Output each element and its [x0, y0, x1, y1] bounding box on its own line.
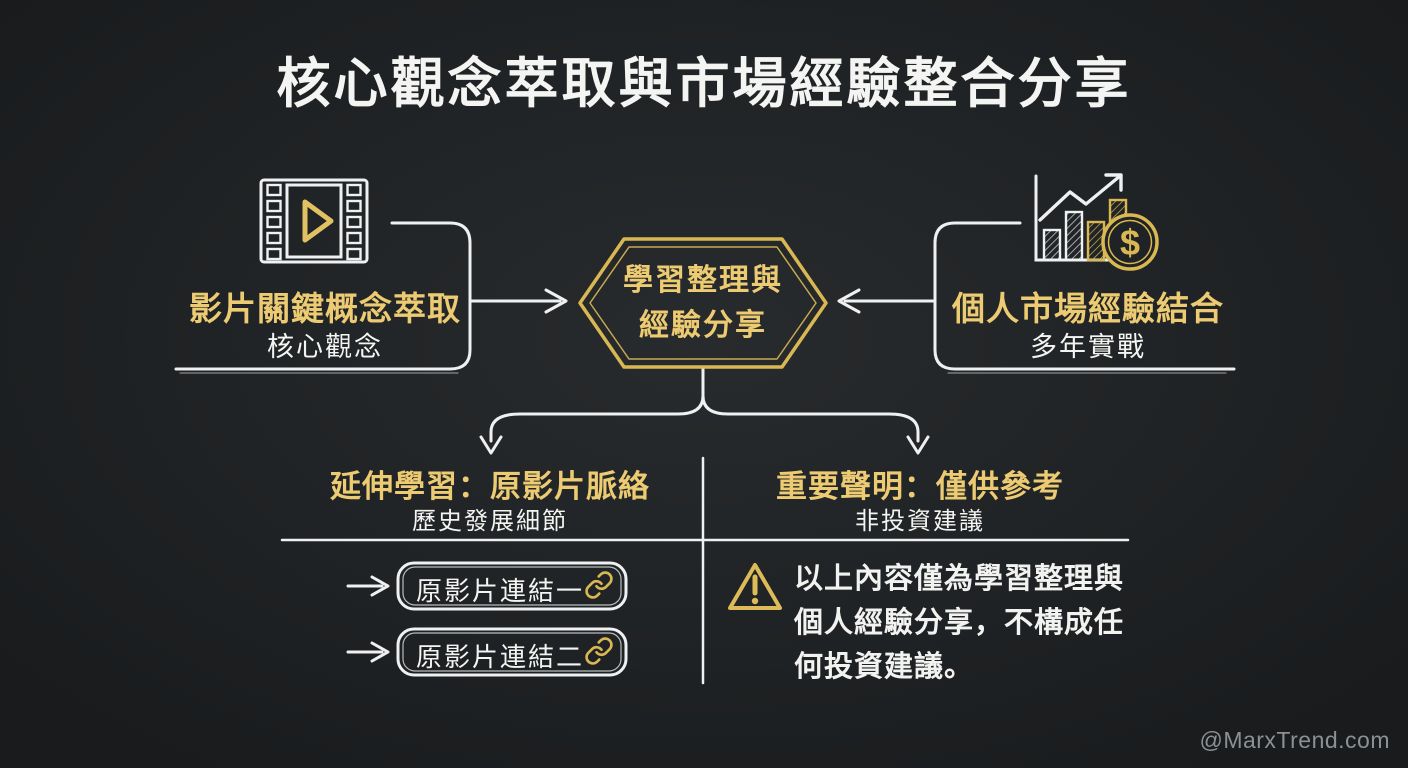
left-branch-subtitle: 歷史發展細節	[412, 508, 568, 535]
center-node-line1: 學習整理與	[623, 264, 783, 297]
branch-right	[701, 394, 920, 443]
link-icon	[584, 570, 614, 600]
warning-triangle-icon	[726, 560, 784, 614]
link-icon	[584, 636, 614, 666]
right-source-title: 個人市場經驗結合	[952, 290, 1224, 327]
branch-left	[489, 394, 705, 443]
left-source-title: 影片關鍵概念萃取	[189, 290, 461, 327]
bar-chart-dollar-icon: $	[1028, 168, 1162, 272]
center-node-text: 學習整理與 經驗分享	[578, 258, 828, 348]
dollar-symbol: $	[1120, 222, 1140, 263]
right-source-subtitle: 多年實戰	[1030, 332, 1146, 362]
left-source-subtitle: 核心觀念	[267, 332, 383, 362]
page-title: 核心觀念萃取與市場經驗整合分享	[276, 54, 1132, 114]
original-video-link-1[interactable]: 原影片連結一	[398, 563, 626, 609]
film-strip-play-icon	[258, 176, 370, 266]
link-1-label: 原影片連結一	[416, 576, 585, 606]
center-node-line2: 經驗分享	[639, 309, 767, 342]
right-branch-title: 重要聲明：僅供參考	[776, 469, 1064, 504]
left-branch-title: 延伸學習：原影片脈絡	[330, 469, 650, 504]
link-2-label: 原影片連結二	[416, 642, 585, 672]
original-video-link-2[interactable]: 原影片連結二	[398, 629, 626, 675]
watermark: @MarxTrend.com	[1199, 727, 1390, 753]
right-branch-subtitle: 非投資建議	[855, 508, 985, 535]
disclaimer-text: 以上內容僅為學習整理與個人經驗分享，不構成任何投資建議。	[794, 563, 1125, 683]
